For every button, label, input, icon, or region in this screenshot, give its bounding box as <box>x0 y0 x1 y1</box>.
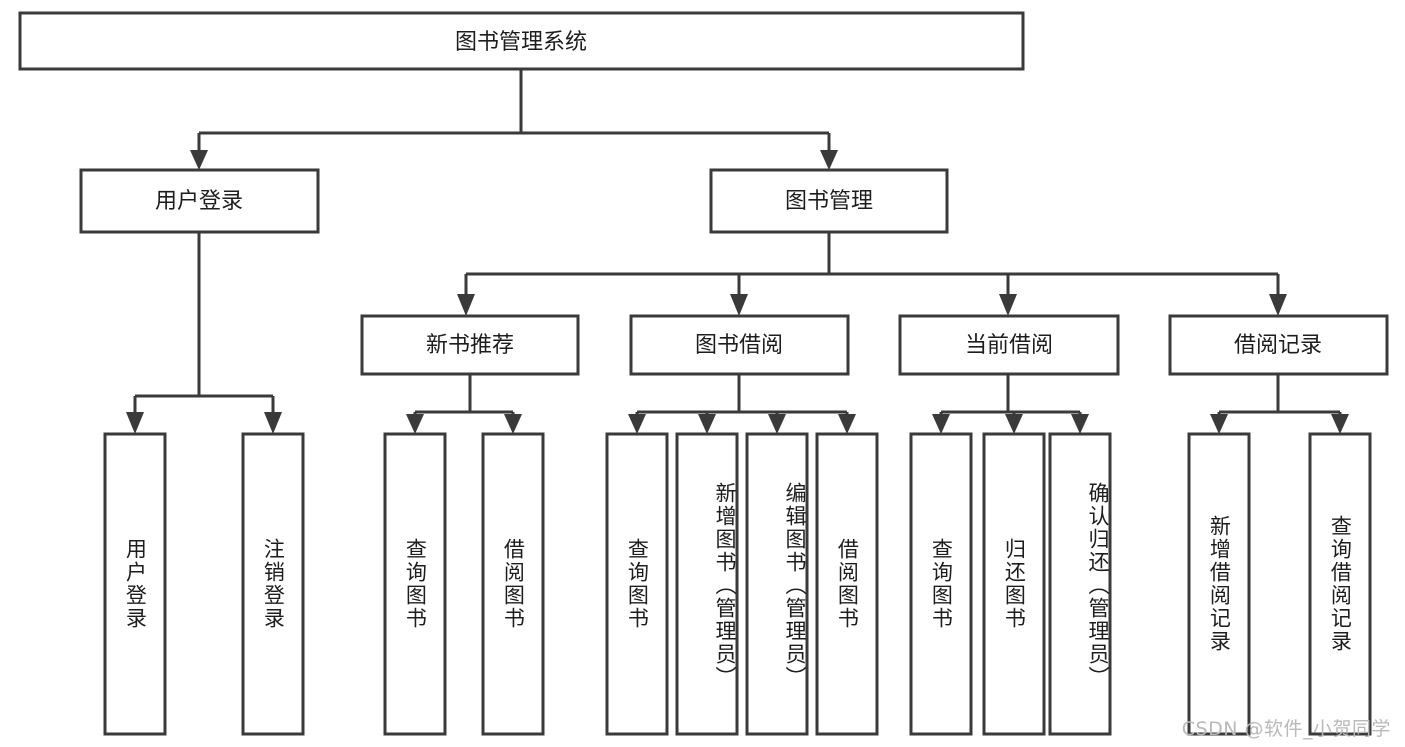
node-root-box <box>18 11 1025 71</box>
leaf-box-edit-book-admin[interactable] <box>745 432 809 736</box>
connector-group-book-mgmt <box>457 232 1287 316</box>
arrow-user-login-leaf-1 <box>126 412 144 434</box>
node-book-management[interactable]: 图书管理 <box>709 168 949 234</box>
leaf-box-confirm-return-admin[interactable] <box>1048 432 1112 736</box>
node-book-borrow-label: 图书借阅 <box>695 333 783 358</box>
node-book-borrow[interactable]: 图书借阅 <box>629 314 850 376</box>
connector-group-new-book <box>406 374 522 434</box>
arrow-new-book-leaf-1 <box>406 414 424 434</box>
leaf-box-query-book-1[interactable] <box>383 432 447 736</box>
leaf-box-user-login[interactable] <box>103 432 167 736</box>
node-current-borrow[interactable]: 当前借阅 <box>898 314 1120 376</box>
arrow-records-leaf-1 <box>1210 414 1228 434</box>
leaf-box-borrow-book-1[interactable] <box>481 432 545 736</box>
node-current-borrow-box <box>898 314 1120 376</box>
node-user-login-box <box>79 168 320 234</box>
leaf-box-borrow-book-2[interactable] <box>815 432 879 736</box>
connector-group-user-login <box>126 232 282 434</box>
leaf-box-add-borrow-record[interactable] <box>1187 432 1251 736</box>
arrow-current-leaf-1 <box>932 414 950 434</box>
node-current-borrow-label: 当前借阅 <box>965 333 1053 358</box>
arrow-borrow-leaf-3 <box>768 414 786 434</box>
node-borrow-records-box <box>1168 314 1389 376</box>
leaf-box-logout[interactable] <box>241 432 305 736</box>
arrow-records-leaf-2 <box>1331 414 1349 434</box>
arrow-book-mgmt-to-current <box>999 294 1017 316</box>
node-user-login[interactable]: 用户登录 <box>79 168 320 234</box>
arrow-current-leaf-3 <box>1071 414 1089 434</box>
node-borrow-records[interactable]: 借阅记录 <box>1168 314 1389 376</box>
node-root-label: 图书管理系统 <box>455 30 587 55</box>
arrow-user-login-leaf-2 <box>264 412 282 434</box>
leaf-box-query-book-2[interactable] <box>605 432 669 736</box>
node-new-book-recommend-box <box>360 314 580 376</box>
arrow-borrow-leaf-1 <box>628 414 646 434</box>
leaf-box-add-book-admin[interactable] <box>675 432 739 736</box>
arrow-borrow-leaf-4 <box>838 414 856 434</box>
arrow-new-book-leaf-2 <box>504 414 522 434</box>
node-new-book-recommend[interactable]: 新书推荐 <box>360 314 580 376</box>
arrow-book-mgmt-to-new-book <box>457 294 475 316</box>
connector-group-records <box>1210 374 1349 434</box>
watermark-text: CSDN @软件_小贺同学 <box>1181 718 1391 740</box>
arrow-root-to-user-login <box>190 150 208 170</box>
arrow-borrow-leaf-2 <box>698 414 716 434</box>
arrow-current-leaf-2 <box>1005 414 1023 434</box>
arrow-book-mgmt-to-borrow <box>730 294 748 316</box>
leaf-box-query-borrow-record[interactable] <box>1308 432 1372 736</box>
node-book-management-box <box>709 168 949 234</box>
leaf-box-group <box>103 432 1372 736</box>
node-book-management-label: 图书管理 <box>785 189 873 214</box>
node-new-book-recommend-label: 新书推荐 <box>426 333 514 358</box>
node-user-login-label: 用户登录 <box>155 189 243 214</box>
connector-group-borrow <box>628 374 856 434</box>
arrow-book-mgmt-to-records <box>1269 294 1287 316</box>
leaf-box-return-book[interactable] <box>982 432 1046 736</box>
node-borrow-records-label: 借阅记录 <box>1234 333 1322 358</box>
node-book-borrow-box <box>629 314 850 376</box>
connector-group-current <box>932 374 1089 434</box>
node-root[interactable]: 图书管理系统 <box>18 11 1025 71</box>
leaf-box-query-book-3[interactable] <box>909 432 973 736</box>
arrow-root-to-book-mgmt <box>820 150 838 170</box>
connector-group-root <box>190 69 838 170</box>
